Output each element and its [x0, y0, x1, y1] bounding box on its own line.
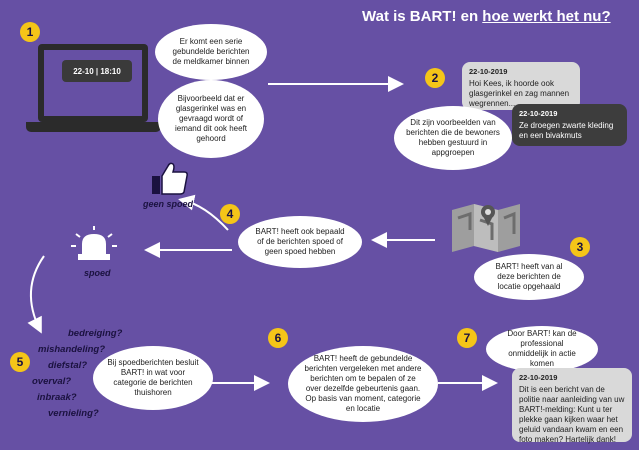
step-7-message-text: Dit is een bericht van de politie naar a… — [519, 385, 625, 444]
step-6-cloud: BART! heeft de gebundelde berichten verg… — [288, 346, 438, 422]
message-1-date: 22-10-2019 — [469, 67, 508, 76]
step-6-badge: 6 — [268, 328, 288, 348]
step-4-badge: 4 — [220, 204, 240, 224]
step-5-cloud: Bij spoedberichten besluit BART! in wat … — [93, 346, 213, 410]
category-overval: overval? — [32, 376, 72, 387]
geen-spoed-label: geen spoed — [143, 199, 194, 209]
spoed-label: spoed — [84, 268, 111, 278]
step-1-cloud-a: Er komt een serie gebundelde berichten d… — [155, 24, 267, 80]
laptop-screen-text: 22-10 | 18:10 — [62, 60, 132, 82]
step-4-cloud: BART! heeft ook bepaald of de berichten … — [238, 216, 362, 268]
step-7-cloud: Door BART! kan de professional onmiddeli… — [486, 326, 598, 372]
step-7-message-date: 22-10-2019 — [519, 373, 558, 382]
page-title: Wat is BART! en hoe werkt het nu? — [362, 8, 611, 25]
step-7-message: 22-10-2019 Dit is een bericht van de pol… — [512, 368, 632, 444]
category-diefstal: diefstal? — [48, 360, 88, 371]
thumbs-up-icon — [152, 162, 188, 195]
step-2-message-1: 22-10-2019 Hoi Kees, ik hoorde ook glasg… — [462, 62, 580, 110]
category-mishandeling: mishandeling? — [38, 344, 106, 355]
step-1-cloud-b: Bijvoorbeeld dat er glasgerinkel was en … — [158, 80, 264, 158]
message-1-text: Hoi Kees, ik hoorde ook glasgerinkel en … — [469, 79, 570, 108]
category-vernieling: vernieling? — [48, 408, 99, 419]
message-2-date: 22-10-2019 — [519, 109, 558, 118]
laptop-icon: 22-10 | 18:10 — [26, 44, 161, 136]
map-icon — [452, 204, 520, 252]
step-3-cloud: BART! heeft van al deze berichten de loc… — [474, 254, 584, 300]
category-inbraak: inbraak? — [37, 392, 77, 403]
title-part-1: Wat is BART! en — [362, 8, 483, 25]
arrow-4-geen-spoed — [178, 194, 229, 231]
message-2-text: Ze droegen zwarte kleding en een bivakmu… — [519, 121, 614, 140]
arrow-spoed-5 — [27, 255, 45, 334]
step-2-cloud: Dit zijn voorbeelden van berichten die d… — [394, 106, 512, 170]
step-1-badge: 1 — [20, 22, 40, 42]
category-bedreiging: bedreiging? — [68, 328, 123, 339]
step-3-badge: 3 — [570, 237, 590, 257]
title-part-2: hoe werkt het nu? — [482, 8, 611, 25]
step-2-badge: 2 — [425, 68, 445, 88]
siren-icon — [71, 226, 117, 260]
step-2-message-2: 22-10-2019 Ze droegen zwarte kleding en … — [512, 104, 627, 146]
step-7-badge: 7 — [457, 328, 477, 348]
step-5-badge: 5 — [10, 352, 30, 372]
